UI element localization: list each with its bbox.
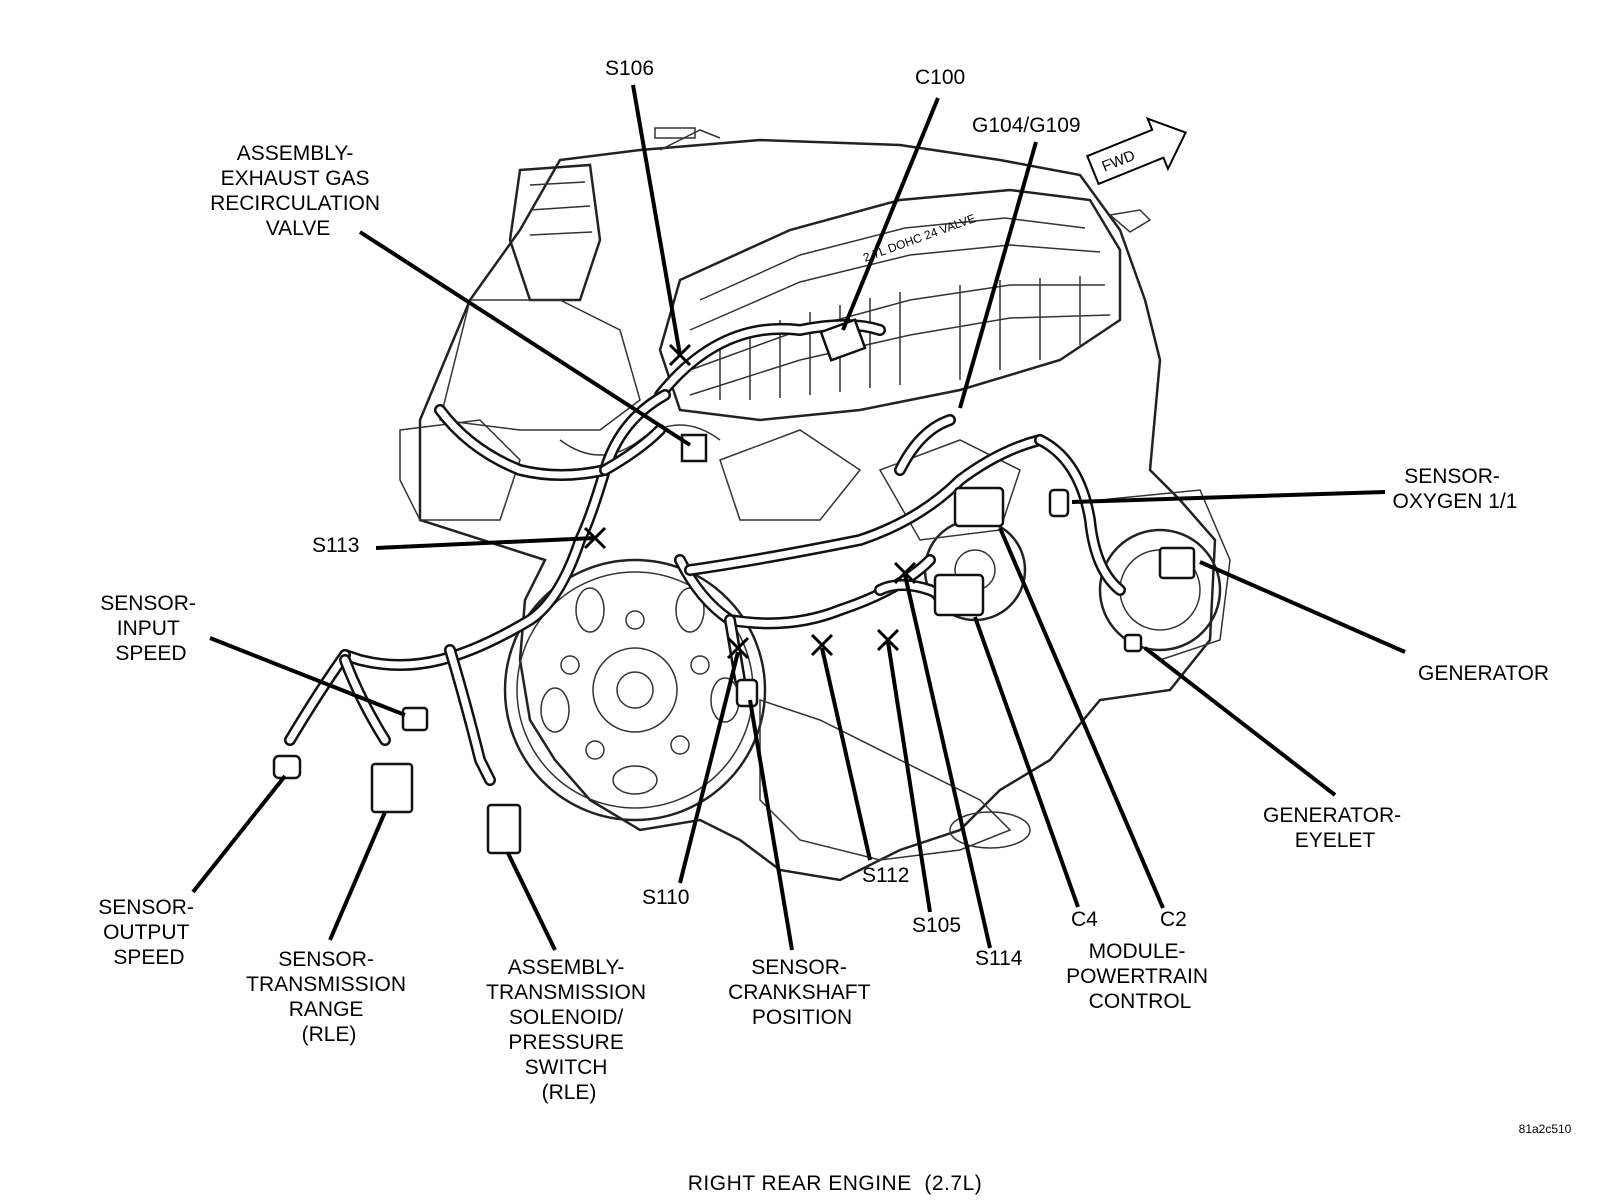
label-s110: S110 [642,886,690,909]
label-s112: S112 [862,864,910,887]
engine-illustration: 2.7L DOHC 24 VALVE [399,127,1231,882]
label-pcm: MODULE- POWERTRAIN CONTROL [1066,940,1214,1013]
connector-trans-range[interactable] [370,762,414,814]
splice-s112 [810,633,834,657]
label-g104-g109: G104/G109 [972,114,1081,137]
wire-harness [284,319,1126,786]
label-s114: S114 [975,947,1023,970]
label-s113: S113 [312,534,360,557]
connector-oxygen[interactable] [1048,488,1070,518]
splice-s105 [876,628,900,652]
label-sensor-input-speed: SENSOR- INPUT SPEED [100,592,202,665]
connector-trans-solenoid[interactable] [486,803,522,855]
figure-id: 81a2c510 [1519,1122,1572,1136]
figure-caption: RIGHT REAR ENGINE (2.7L) [688,1172,983,1195]
connector-output-speed[interactable] [272,754,302,780]
label-sensor-crankshaft: SENSOR- CRANKSHAFT POSITION [728,956,876,1029]
connector-c2[interactable] [953,486,1005,528]
label-sensor-output-speed: SENSOR- OUTPUT SPEED [98,896,200,969]
callout-labels: S106 C100 G104/G109 ASSEMBLY- EXHAUST GA… [98,57,1571,1195]
label-generator: GENERATOR [1418,662,1549,685]
label-c4: C4 [1071,908,1098,931]
label-generator-eyelet: GENERATOR- EYELET [1263,804,1407,852]
connector-generator[interactable] [1158,546,1196,580]
label-c2: C2 [1160,908,1187,931]
label-sensor-trans-range: SENSOR- TRANSMISSION RANGE (RLE) [246,948,412,1046]
label-s106: S106 [605,57,654,80]
connector-c100[interactable] [819,318,867,362]
label-s105: S105 [912,914,961,937]
connector-c4[interactable] [933,573,985,617]
connector-eyelet[interactable] [1123,633,1143,653]
connector-crankshaft[interactable] [735,678,759,708]
connector-input-speed[interactable] [401,706,429,732]
connectors [272,318,1196,855]
splice-s114 [893,561,917,585]
forward-arrow: FWD [1085,117,1188,186]
label-trans-solenoid: ASSEMBLY- TRANSMISSION SOLENOID/ PRESSUR… [486,956,652,1104]
label-c100: C100 [915,66,965,89]
splice-s110 [726,636,750,660]
label-egr-valve: ASSEMBLY- EXHAUST GAS RECIRCULATION VALV… [210,142,386,240]
connector-egr[interactable] [680,433,708,463]
label-sensor-oxygen: SENSOR- OXYGEN 1/1 [1393,465,1518,513]
leader-lines [191,84,1406,951]
